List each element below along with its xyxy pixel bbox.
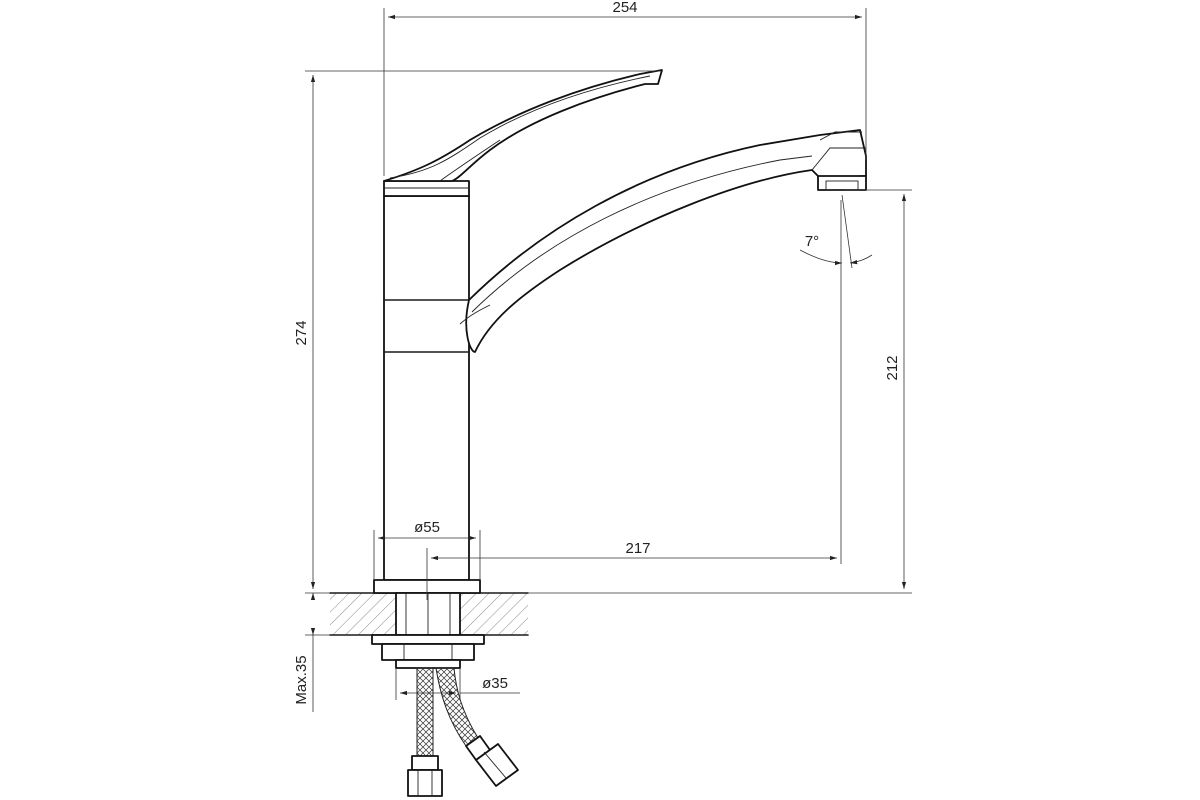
dim-hole-diameter: ø35: [482, 675, 508, 692]
dimension-lines: [305, 8, 912, 712]
countertop: [329, 592, 529, 636]
dim-max-counter-thickness: Max.35: [293, 655, 310, 704]
dim-overall-width: 254: [612, 0, 637, 16]
faucet-body: [373, 180, 481, 594]
spout: [459, 129, 867, 353]
dim-spout-reach: 217: [625, 540, 650, 557]
dim-body-diameter: ø55: [414, 519, 440, 536]
dim-spout-angle: 7°: [805, 233, 819, 250]
aerator: [817, 175, 867, 191]
dim-spout-height: 212: [884, 355, 901, 380]
supply-hoses: [407, 667, 519, 797]
lever-handle: [383, 69, 663, 182]
dim-overall-height: 274: [293, 320, 310, 345]
